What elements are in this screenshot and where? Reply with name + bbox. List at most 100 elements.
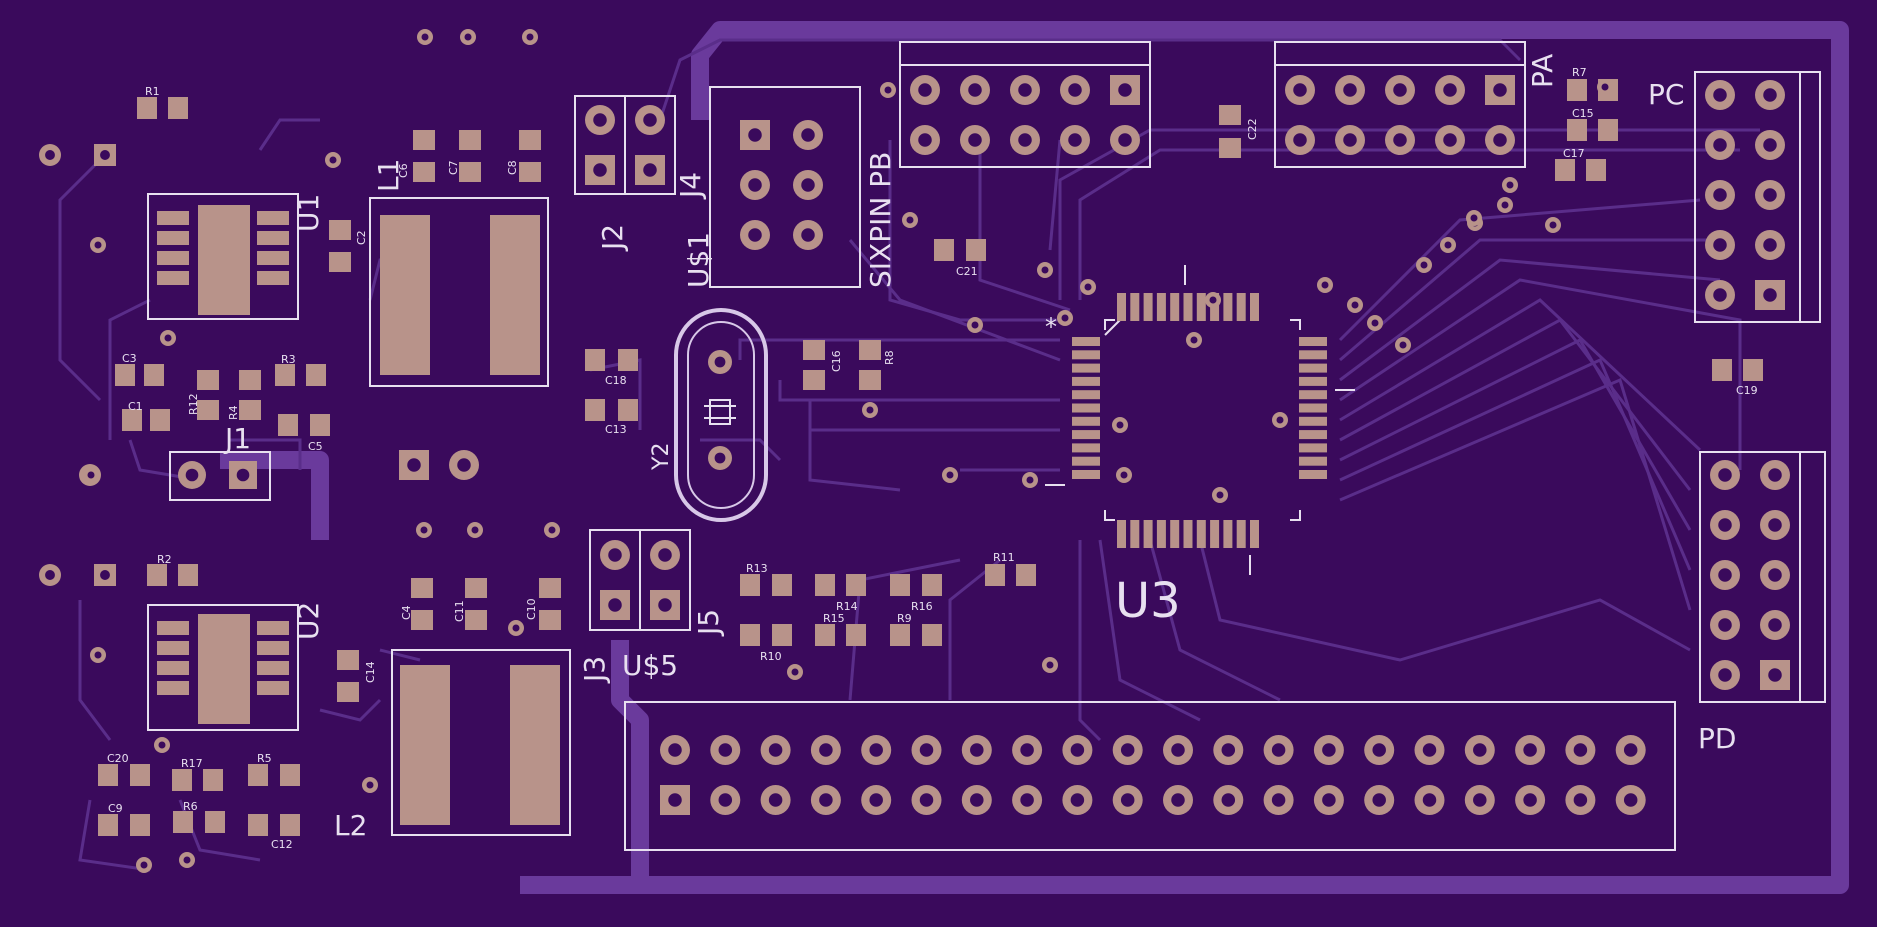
via-hole [1444, 241, 1452, 249]
l2-inductor [400, 665, 560, 825]
j1-pin-hole [185, 468, 199, 482]
u3-pad [1072, 350, 1100, 360]
smd-pad [329, 252, 351, 272]
via-hole [1190, 336, 1198, 344]
l1-outline [369, 197, 549, 387]
via-hole [366, 781, 374, 789]
label-c13: C13 [605, 423, 627, 436]
smd-pad [178, 564, 198, 586]
u1-ic [157, 205, 289, 315]
smd-pad [98, 764, 118, 786]
bottom-header-outline [624, 701, 1676, 851]
label-c10: C10 [525, 598, 538, 620]
pb-pin-hole [918, 83, 932, 97]
bottom-header-pin-hole [1271, 793, 1286, 807]
smd-pad [966, 239, 986, 261]
pa-pin-hole [1443, 83, 1457, 97]
label-c14: C14 [364, 661, 377, 683]
via-hole [1506, 181, 1514, 189]
u3-pad [1117, 293, 1126, 321]
pa-pin-hole [1393, 133, 1407, 147]
pd-pin-hole [1718, 518, 1732, 532]
smd-pad [411, 610, 433, 630]
pb-header-outline [899, 41, 1151, 168]
bottom-header-pin-hole [1171, 743, 1185, 757]
smd-pad [413, 130, 435, 150]
misc-pad-hole [45, 150, 55, 160]
smd-pad [859, 340, 881, 360]
misc-pad-hole [100, 150, 110, 160]
u3-pad [1183, 293, 1193, 321]
pb-pin-hole [918, 133, 932, 147]
smd-pad [1219, 105, 1241, 125]
pa-pin-hole [1293, 83, 1307, 97]
pd-pin-hole [1768, 668, 1782, 682]
u3-pad [1143, 520, 1153, 548]
u3-pad [1072, 416, 1100, 426]
u3-pad [1072, 363, 1100, 373]
bottom-header-pin-hole [919, 793, 934, 807]
smd-pad [337, 650, 359, 670]
bottom-header-pin-hole [919, 743, 934, 757]
via-hole [1501, 201, 1509, 209]
smd-pad [197, 400, 219, 420]
l1-inductor [380, 215, 540, 375]
smd-pad [815, 574, 835, 596]
bottom-header-pin-hole [819, 743, 833, 757]
bottom-header-pin-hole [1171, 793, 1185, 807]
bottom-header-pin-hole [1573, 793, 1588, 807]
label-c22: C22 [1246, 118, 1259, 140]
pa-pin-hole [1343, 83, 1357, 97]
y2-pin-hole [714, 356, 726, 368]
smd-pad [329, 220, 351, 240]
smd-pad [239, 370, 261, 390]
bottom-header-pin-hole [768, 793, 783, 807]
bottom-header-pin-hole [1523, 743, 1537, 757]
label-c21: C21 [956, 265, 978, 278]
label-r15: R15 [823, 612, 845, 625]
u3-pad [1072, 403, 1100, 413]
via-hole [329, 156, 337, 164]
smd-pad [922, 574, 942, 596]
u3-pad [1250, 520, 1259, 548]
passive-labels: R1 R2 R3 R4 R5 R6 R7 R8 R9 R10 R11 R12 R… [107, 66, 1758, 851]
via-hole [1084, 283, 1092, 291]
u3-pad [1250, 293, 1259, 321]
y2-crystal-outline [674, 308, 768, 522]
smd-pad [411, 578, 433, 598]
u1-outline [147, 193, 299, 320]
bottom-header-pin-hole [1623, 793, 1638, 807]
u3-pad [1299, 363, 1327, 373]
pc-pin-hole [1763, 188, 1777, 202]
via-hole [548, 526, 556, 534]
pb-pin-hole [1118, 83, 1132, 97]
via-hole [866, 406, 874, 414]
smd-pad [890, 574, 910, 596]
via-hole [164, 334, 172, 342]
smd-pad [1743, 359, 1763, 381]
smd-pad [168, 97, 188, 119]
label-r5: R5 [257, 752, 272, 765]
smd-pad [280, 814, 300, 836]
bottom-header-pin-hole [768, 743, 783, 757]
pb-pin-hole [1018, 133, 1032, 147]
label-u1: U1 [292, 194, 325, 232]
via-hole [1041, 266, 1049, 274]
bottom-header-pin-hole [718, 793, 733, 807]
through-hole-pads [39, 75, 1790, 815]
u3-pad [1210, 520, 1220, 548]
via-hole [421, 33, 429, 41]
via-hole [94, 651, 102, 659]
u3-pad [1130, 520, 1140, 548]
smd-pad [310, 414, 330, 436]
l2-outline [391, 649, 571, 836]
smd-pad [1016, 564, 1036, 586]
u3-pad [1299, 403, 1327, 413]
bottom-header-pin-hole [970, 743, 984, 757]
bottom-header-pin-hole [1020, 743, 1034, 757]
label-r8: R8 [883, 350, 896, 365]
pa-pin-hole [1343, 133, 1357, 147]
u3-pad [1183, 520, 1193, 548]
smd-pad [846, 624, 866, 646]
smd-pad [459, 162, 481, 182]
